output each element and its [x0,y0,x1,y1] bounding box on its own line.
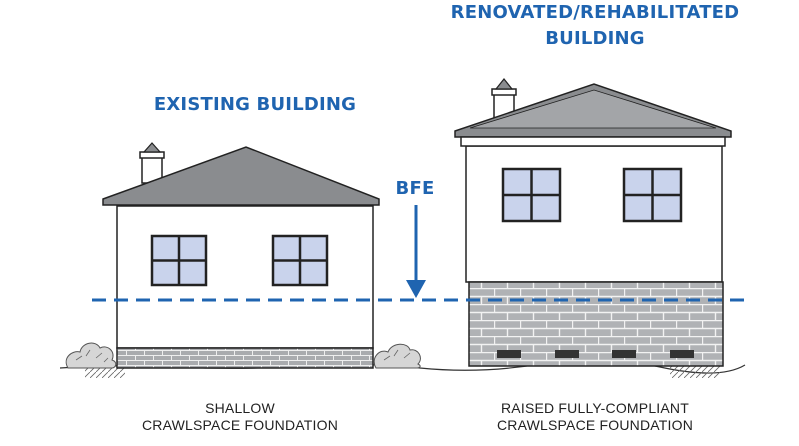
bfe-arrow [406,205,426,298]
existing-building [65,142,421,369]
existing-caption-line2: CRAWLSPACE FOUNDATION [141,417,339,433]
existing-roof [102,146,380,206]
existing-foundation [116,347,374,369]
existing-window-left [150,234,208,287]
renovated-title-line1: RENOVATED/REHABILITATED [450,2,740,23]
existing-chimney [139,142,165,184]
existing-window-right [271,234,329,287]
renovated-building [454,78,732,367]
renovated-caption-line2: CRAWLSPACE FOUNDATION [496,417,694,433]
renovated-window-right [622,167,683,223]
renovated-caption: RAISED FULLY-COMPLIANT CRAWLSPACE FOUNDA… [465,400,725,434]
shrub-right [373,343,421,369]
existing-caption: SHALLOW CRAWLSPACE FOUNDATION [110,400,370,434]
renovated-title-line2: BUILDING [545,28,645,49]
bfe-label: BFE [395,178,435,199]
renovated-building-title: RENOVATED/REHABILITATED BUILDING [430,0,760,52]
foundation-vents [497,350,694,358]
existing-caption-line1: SHALLOW [205,400,275,416]
renovated-window-left [501,167,562,223]
existing-building-title: EXISTING BUILDING [153,94,357,115]
shrub-left [65,342,117,369]
renovated-caption-line1: RAISED FULLY-COMPLIANT [501,400,689,416]
